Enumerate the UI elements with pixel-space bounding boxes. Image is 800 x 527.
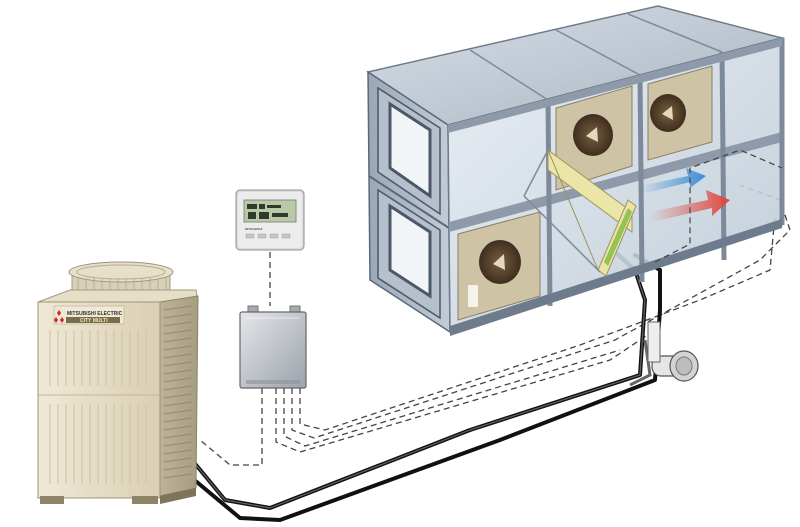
remote-controller-icon: MITSUBISHI [235,189,305,251]
ahu-control-wire-2 [283,349,621,447]
return-fan-lower [457,211,541,321]
cool-air-arrow [640,168,706,194]
refrigerant-pipe-gas [190,253,662,522]
three-diamond-logo [54,310,64,323]
ahu-control-wire-3 [291,184,791,439]
supply-fan-upper-left [555,85,633,191]
ahu-control-wire-4 [299,214,776,431]
expansion-valve-icon [629,321,699,387]
odu-control-wire [199,388,263,466]
control-wiring [199,184,791,466]
remote-brand-label: MITSUBISHI [245,227,263,231]
outdoor-series-label: CITY MULTI [80,318,108,324]
supply-fan-upper-right [647,65,713,161]
warm-air-arrow [650,190,730,222]
airflow-arrow-icon [640,168,730,222]
controller-box-icon [239,305,307,389]
dx-coil [523,149,637,277]
ahu-control-wire-1 [275,329,656,453]
outdoor-unit-icon: MITSUBISHI ELECTRIC CITY MULTI [37,261,199,504]
outdoor-brand-label: MITSUBISHI ELECTRIC [67,311,123,317]
air-handling-unit-icon [366,5,785,336]
